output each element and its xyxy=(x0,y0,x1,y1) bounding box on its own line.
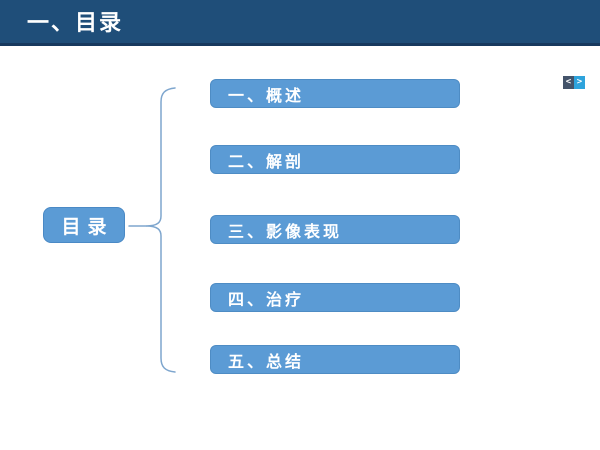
toc-item-overview[interactable]: 一、概述 xyxy=(210,79,460,108)
toc-item-label: 一、概述 xyxy=(228,87,305,105)
toc-item-label: 二、解剖 xyxy=(228,153,305,171)
toc-root-label: 目录 xyxy=(61,216,114,238)
toc-item-imaging-findings[interactable]: 三、影像表现 xyxy=(210,215,460,244)
slide-nav: < > xyxy=(563,76,585,89)
toc-item-label: 五、总结 xyxy=(228,353,305,371)
toc-root-box[interactable]: 目录 xyxy=(43,207,125,243)
toc-item-label: 四、治疗 xyxy=(228,291,305,309)
toc-item-summary[interactable]: 五、总结 xyxy=(210,345,460,374)
prev-slide-button[interactable]: < xyxy=(563,76,574,89)
slide-header: 一、目录 xyxy=(0,0,600,46)
toc-item-treatment[interactable]: 四、治疗 xyxy=(210,283,460,312)
brace-connector-icon xyxy=(128,87,176,373)
toc-item-anatomy[interactable]: 二、解剖 xyxy=(210,145,460,174)
next-slide-button[interactable]: > xyxy=(574,76,585,89)
toc-item-label: 三、影像表现 xyxy=(228,223,343,241)
slide-title: 一、目录 xyxy=(27,10,124,35)
